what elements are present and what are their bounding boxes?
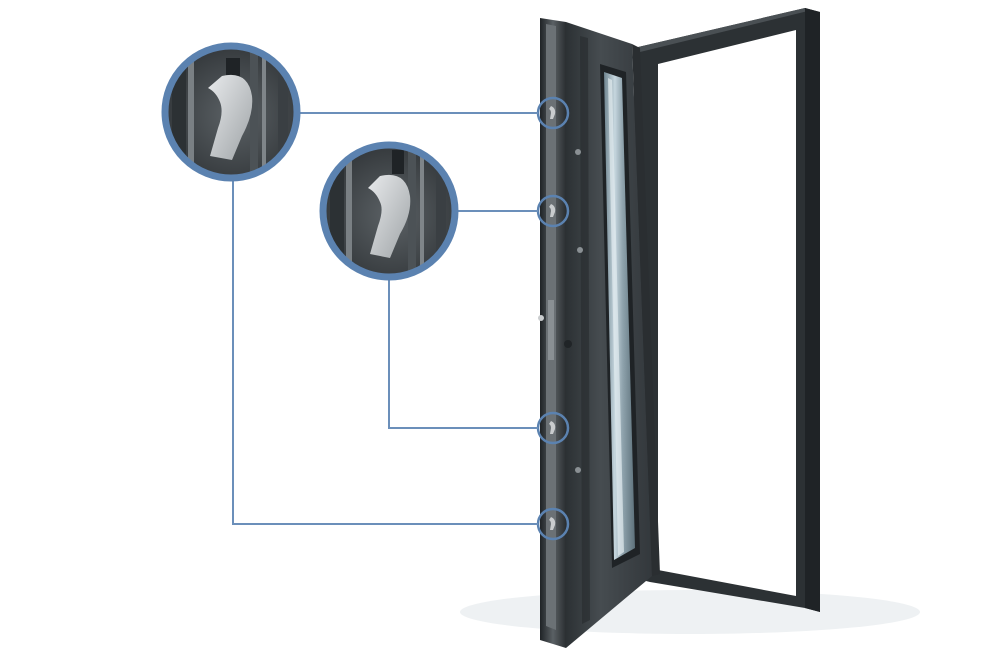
door-frame xyxy=(634,8,820,612)
connector-b-bottom xyxy=(388,277,538,429)
hook-latch-icon xyxy=(208,74,253,160)
callout-detail-upper xyxy=(161,42,301,182)
callout-lines xyxy=(232,112,538,525)
hook-latch-icon xyxy=(549,517,556,530)
hook-latch-icon xyxy=(368,174,411,258)
hook-latch-icon xyxy=(549,421,556,434)
door-leaf xyxy=(540,18,660,648)
connector-a-bottom xyxy=(232,178,538,525)
floor-shadow xyxy=(460,590,920,634)
lock-hardware xyxy=(538,149,583,473)
hook-latch-icon xyxy=(549,204,556,217)
callout-detail-lower xyxy=(319,141,459,281)
hook-latch-icon xyxy=(549,106,556,119)
